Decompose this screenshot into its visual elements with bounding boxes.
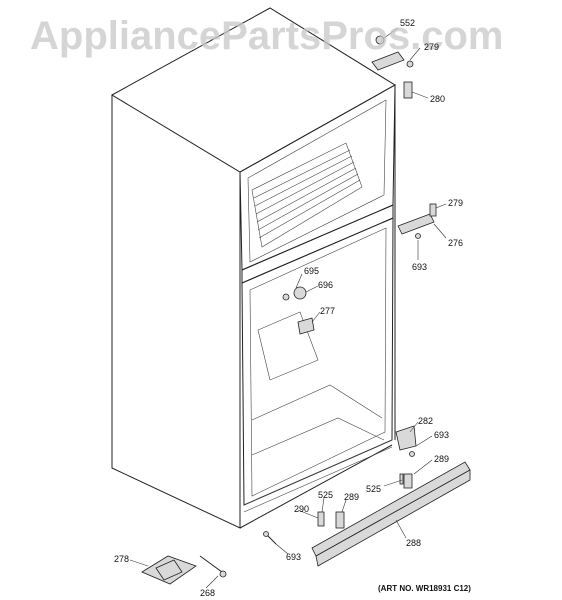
callout-280[interactable]: 280 xyxy=(430,94,446,104)
cabinet-body xyxy=(110,7,396,529)
hinge-top xyxy=(371,35,414,99)
callout-693[interactable]: 693 xyxy=(412,262,428,272)
callout-289[interactable]: 289 xyxy=(434,454,450,464)
light-socket xyxy=(297,317,315,335)
fresh-food-compartment xyxy=(241,217,394,513)
callout-276[interactable]: 276 xyxy=(448,238,464,248)
callout-525[interactable]: 525 xyxy=(366,484,382,494)
roller-bracket xyxy=(141,555,197,585)
callout-290[interactable]: 290 xyxy=(294,504,310,514)
leader-lines xyxy=(129,27,447,589)
callout-695[interactable]: 695 xyxy=(304,266,320,276)
callout-279[interactable]: 279 xyxy=(448,198,464,208)
toe-grille xyxy=(311,461,471,567)
callout-289[interactable]: 289 xyxy=(344,492,360,502)
leveling-leg-left xyxy=(317,511,345,529)
freezer-shelf-slats xyxy=(253,149,361,239)
callout-288[interactable]: 288 xyxy=(406,538,422,548)
callout-279[interactable]: 279 xyxy=(424,42,440,52)
callout-277[interactable]: 277 xyxy=(320,306,336,316)
art-number: (ART NO. WR18931 C12) xyxy=(378,584,471,593)
watermark-text: AppliancePartsPros.com xyxy=(30,14,504,58)
screw-bottom xyxy=(263,531,277,545)
hinge-center xyxy=(397,203,437,239)
callout-525[interactable]: 525 xyxy=(318,490,334,500)
callout-693[interactable]: 693 xyxy=(286,552,302,562)
callout-693[interactable]: 693 xyxy=(434,430,450,440)
callout-282[interactable]: 282 xyxy=(418,416,434,426)
callout-696[interactable]: 696 xyxy=(318,280,334,290)
hinge-bottom xyxy=(395,425,417,457)
callout-552[interactable]: 552 xyxy=(400,18,416,28)
roller-axle xyxy=(199,555,227,578)
callout-268[interactable]: 268 xyxy=(200,588,216,598)
leveling-leg-right xyxy=(399,473,413,489)
thermostat-knob xyxy=(282,286,307,301)
callout-278[interactable]: 278 xyxy=(114,554,130,564)
